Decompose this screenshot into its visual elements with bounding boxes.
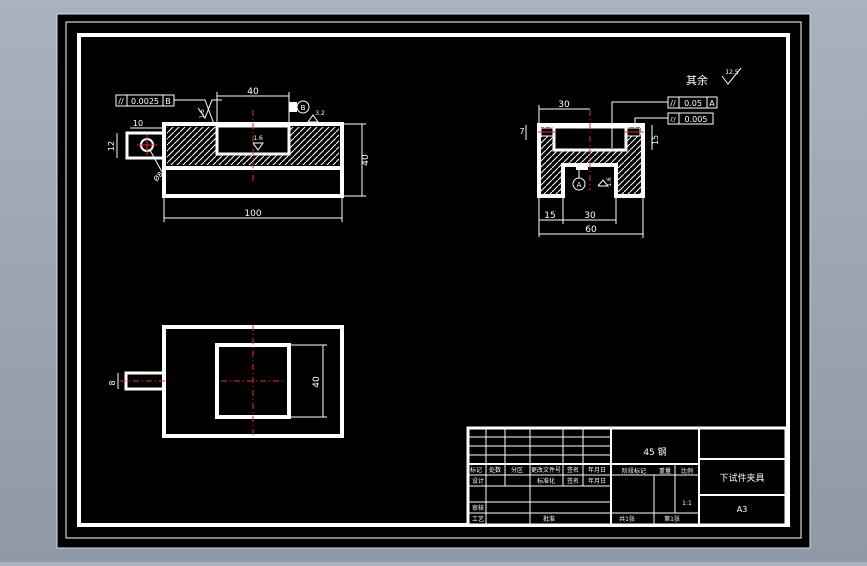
roughness-value: 1.6 (606, 177, 613, 187)
roughness-mark (597, 179, 610, 187)
tb-weight: 重量 (659, 467, 671, 475)
leader-line (149, 149, 163, 173)
tb-label-mark: 标记 (470, 466, 482, 474)
tb-date: 年月日 (588, 477, 606, 485)
tb-standard: 标准化 (537, 477, 555, 485)
tolerance-value: 0.005 (685, 115, 708, 124)
tolerance-value: 0.0025 (131, 97, 159, 106)
dim-top-right-40: 40 (312, 376, 322, 388)
tb-label-count: 处数 (489, 466, 501, 474)
roughness-value: 1.6 (199, 109, 206, 119)
tb-material: 45 钢 (643, 446, 666, 458)
dim-side-top-30: 30 (558, 100, 570, 110)
dim-side-bottom-15: 15 (544, 211, 555, 221)
tolerance-leader (611, 101, 668, 148)
dim-front-left-12: 12 (107, 141, 116, 151)
dim-side-bottom-60: 60 (585, 225, 597, 235)
side-view: 30 7 15 15 30 60 // 0.05 A ⌭ 0.005 A (519, 67, 742, 238)
datum-b-label: B (301, 104, 306, 112)
datum-a-label: A (577, 181, 582, 189)
tb-approve: 批准 (543, 515, 555, 523)
datum-triangle (289, 102, 297, 112)
tolerance-datum: B (165, 97, 171, 106)
other-surfaces-note: 其余 (686, 73, 708, 87)
roughness-mark (197, 99, 222, 120)
dim-front-right-40: 40 (361, 154, 371, 166)
tolerance-datum: A (709, 99, 715, 108)
tolerance-leader (174, 99, 215, 125)
tb-signature: 签名 (567, 477, 579, 485)
tolerance-symbol: // (118, 97, 124, 106)
tb-scale-value: 1:1 (682, 500, 692, 507)
tb-scale: 比例 (681, 467, 693, 475)
title-block: 标记 处数 分区 更改文件号 签名 年月日 设计 标准化 签名 年月日 审核 工… (466, 426, 788, 527)
datum-b-circle (296, 100, 310, 114)
roughness-mark (252, 142, 264, 151)
outer-frame (65, 21, 802, 539)
tb-sheets-total: 共1张 (619, 515, 635, 523)
title-block-frame (466, 426, 788, 527)
roughness-mark (307, 114, 319, 123)
tolerance-leader (634, 117, 668, 126)
tolerance-symbol: ⌭ (670, 115, 676, 124)
tb-label-change-doc: 更改文件号 (531, 466, 561, 474)
dim-side-left-7: 7 (519, 127, 524, 136)
dim-side-right-15: 15 (651, 135, 660, 145)
tb-label-signature: 签名 (567, 466, 579, 474)
tb-design: 设计 (472, 477, 484, 485)
front-handle (125, 131, 166, 160)
top-view: 40 8 (108, 325, 344, 438)
tb-label-zone: 分区 (511, 466, 523, 474)
tolerance-symbol: // (670, 99, 676, 108)
dim-top-left-8: 8 (108, 380, 117, 385)
tb-sheet-size: A3 (737, 505, 748, 514)
dim-front-bottom-100: 100 (244, 209, 261, 219)
tb-drawing-name: 下试件夹具 (719, 472, 764, 484)
tb-review: 审核 (472, 504, 484, 512)
tolerance-value: 0.05 (684, 99, 702, 108)
roughness-value: 3.2 (315, 110, 325, 117)
tb-stage-mark: 阶段标记 (622, 467, 646, 475)
dim-side-bottom-30: 30 (584, 211, 596, 221)
inner-frame (77, 33, 790, 527)
tb-process: 工艺 (472, 515, 484, 523)
dim-front-top-40: 40 (247, 87, 259, 97)
tb-sheet-no: 第1张 (664, 515, 680, 523)
other-roughness-value: 12.5 (725, 69, 739, 76)
datum-triangle (576, 164, 588, 170)
tb-label-date: 年月日 (588, 466, 606, 474)
front-view: 40 40 100 10 12 Ø8 // 0.0025 B 1.6 1.6 (107, 87, 371, 222)
dim-front-left-10: 10 (133, 119, 143, 128)
roughness-value: 1.6 (253, 135, 263, 142)
other-roughness-mark (721, 67, 742, 85)
